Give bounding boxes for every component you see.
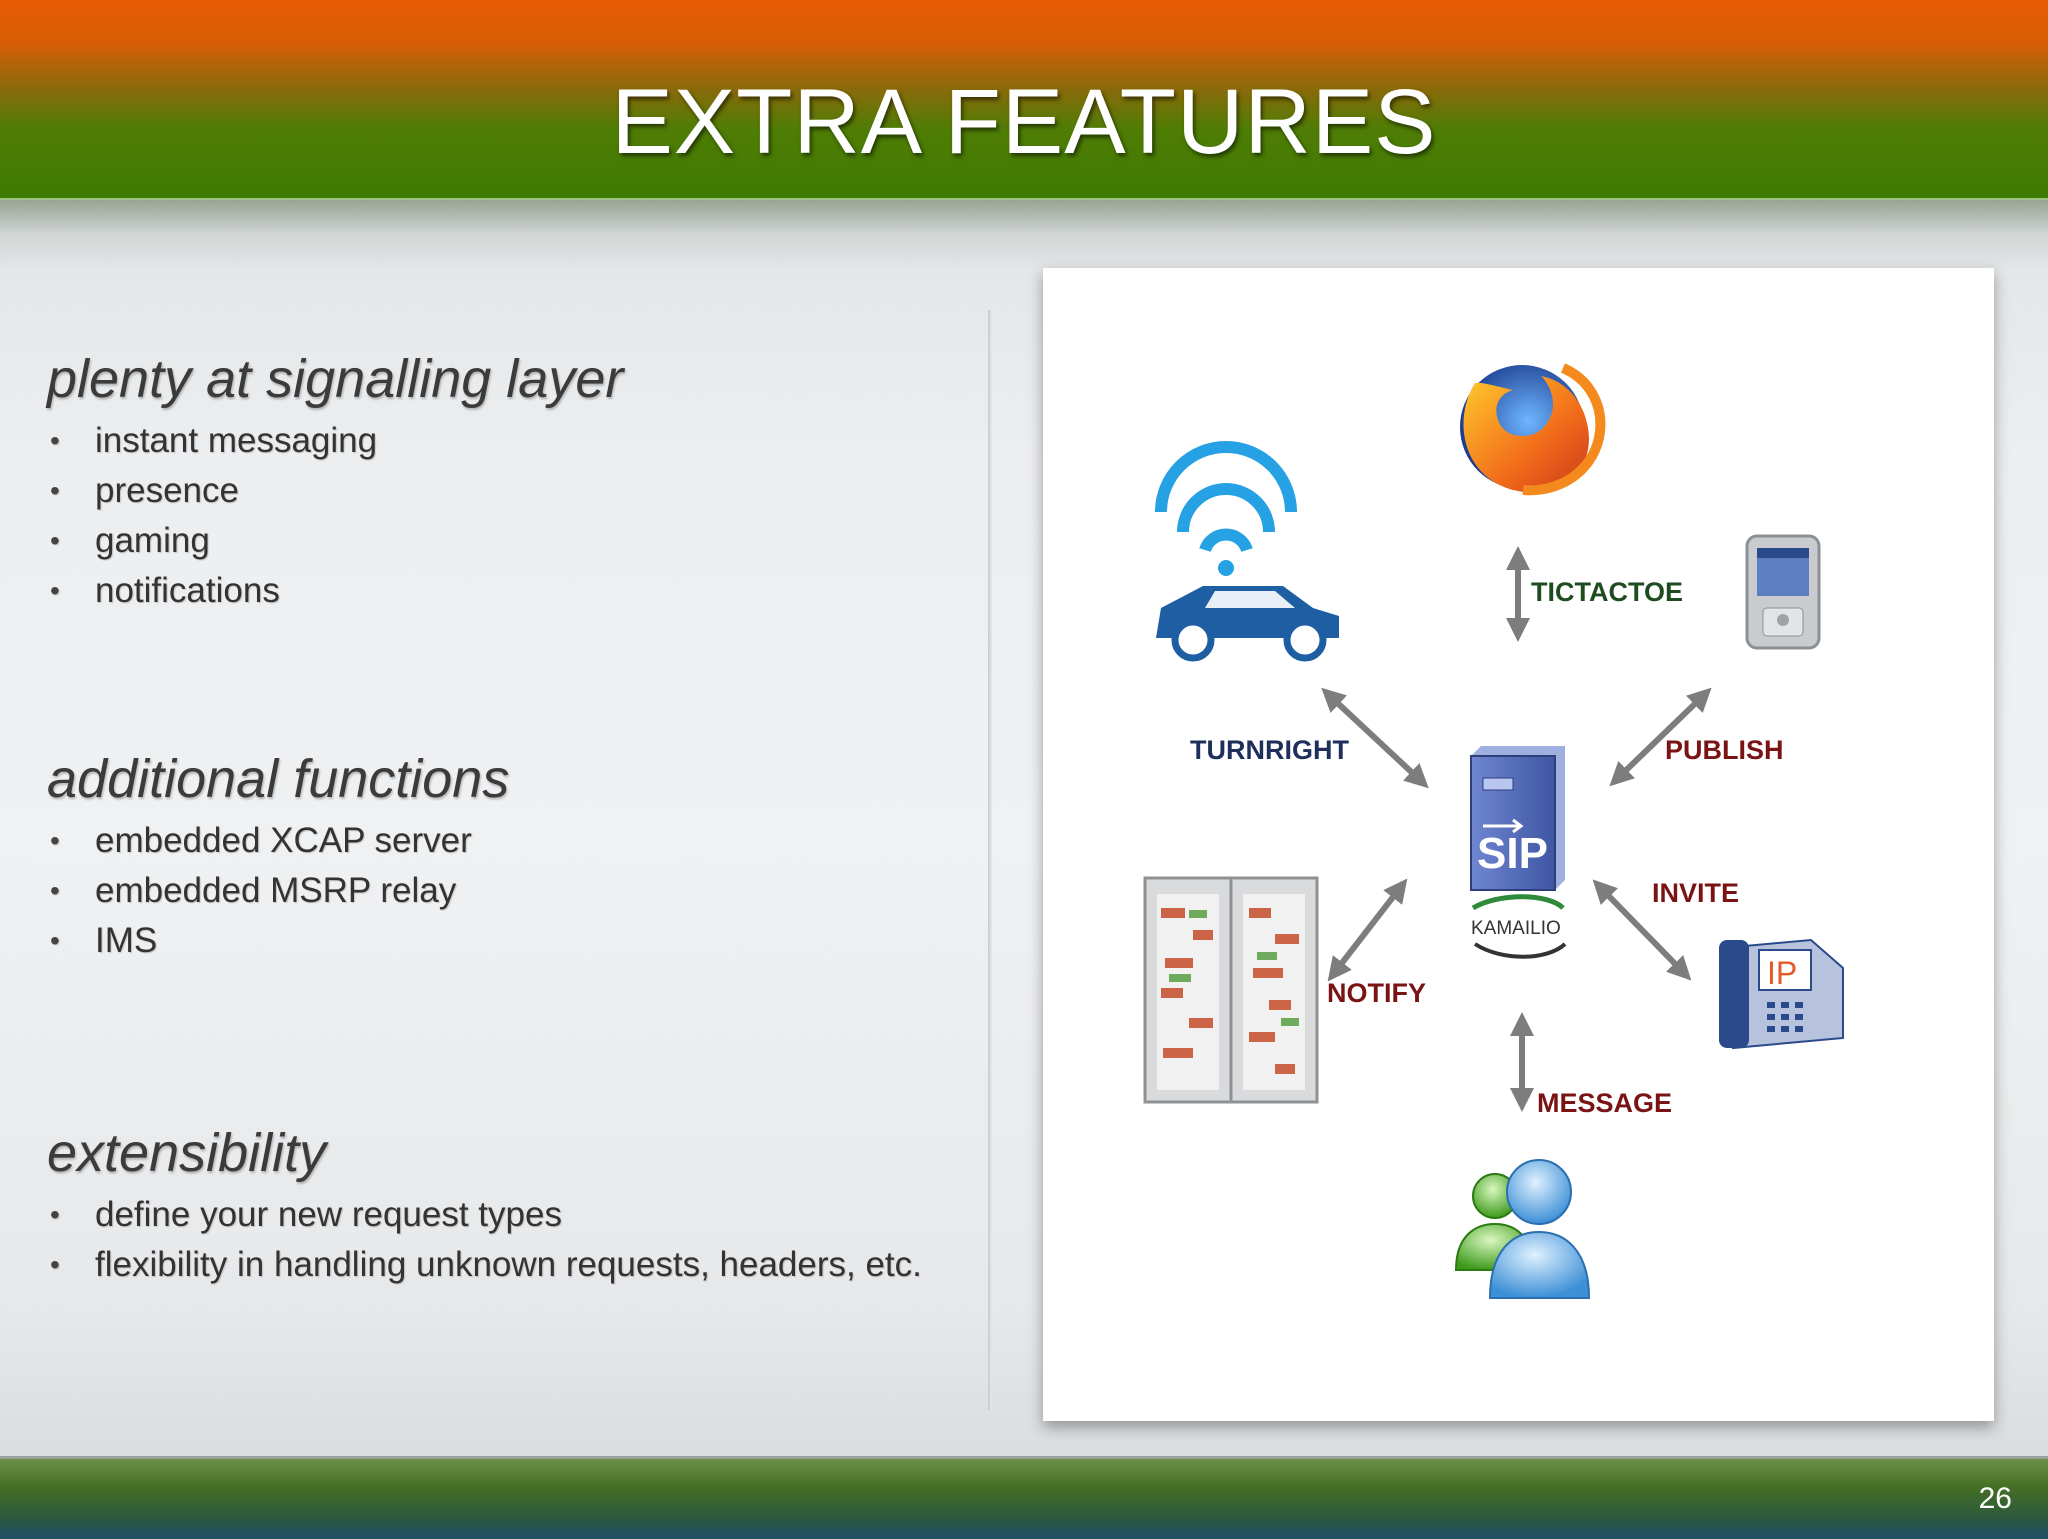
label-notify: NOTIFY [1327,978,1426,1008]
bullet-icon: • [50,525,60,556]
bullet-text: gaming [95,521,210,560]
section-heading: extensibility [47,1123,327,1183]
bullet-icon: • [50,875,60,906]
bullet-icon: • [50,1199,60,1230]
bullet-text: IMS [95,921,158,960]
bullet-item: • IMS [47,916,509,966]
diagram-card: SIP KAMAILIO [1043,268,1994,1421]
arrow-invite [1592,879,1692,981]
pda-phone-icon [1745,534,1821,650]
arrow-notify [1327,878,1408,982]
bullet-item: • define your new request types [47,1190,922,1240]
bullet-text: instant messaging [95,421,378,460]
ip-phone-icon: IP [1719,938,1844,1050]
section-extensibility: extensibility • define your new request t… [47,1122,922,1290]
bullet-icon: • [50,475,60,506]
label-message: MESSAGE [1537,1088,1672,1118]
bullet-item: • embedded MSRP relay [47,866,509,916]
bullet-icon: • [50,925,60,956]
section-heading: additional functions [47,749,510,809]
bullet-icon: • [50,575,60,606]
sip-server-icon: SIP [1470,746,1565,891]
kamailio-logo: KAMAILIO [1471,894,1567,959]
bullet-text: notifications [95,571,280,610]
bullet-list: • instant messaging • presence • gaming • no… [47,416,623,616]
connected-car-icon [1155,441,1339,662]
refrigerator-icon [1143,876,1319,1104]
bullet-item: • gaming [47,516,623,566]
section-signalling: plenty at signalling layer • instant mess… [47,348,623,616]
section-heading: plenty at signalling layer [47,349,624,409]
kamailio-label: KAMAILIO [1471,918,1561,939]
arrow-turnright [1321,687,1429,789]
bullet-list: • define your new request types • flexibil… [47,1190,922,1290]
bullet-item: • notifications [47,566,623,616]
bullet-text: define your new request types [95,1195,562,1234]
header-bar [0,0,2048,200]
firefox-icon [1460,363,1606,496]
bullet-text: embedded MSRP relay [95,871,457,910]
bullet-list: • embedded XCAP server • embedded MSRP rel… [47,816,509,966]
bullet-icon: • [50,1249,60,1280]
label-turnright: TURNRIGHT [1190,735,1349,765]
section-additional-functions: additional functions • embedded XCAP serv… [47,748,509,966]
bullet-text: presence [95,471,239,510]
arrow-publish [1609,687,1712,787]
bullet-item: • instant messaging [47,416,623,466]
sip-label: SIP [1477,829,1548,878]
footer-bar [0,1456,2048,1539]
bullet-text: flexibility in handling unknown requests… [95,1245,922,1284]
page-number: 26 [1978,1482,2012,1515]
arrows [1321,546,1712,1112]
label-invite: INVITE [1652,878,1739,908]
label-tictactoe: TICTACTOE [1531,577,1683,607]
header-shadow [0,200,2048,270]
bullet-item: • flexibility in handling unknown request… [47,1240,922,1290]
bullet-icon: • [50,425,60,456]
bullet-item: • embedded XCAP server [47,816,509,866]
messenger-users-icon [1454,1159,1591,1299]
label-publish: PUBLISH [1665,735,1784,765]
bullet-icon: • [50,825,60,856]
slide-title: EXTRA FEATURES [611,71,1437,173]
ip-label: IP [1767,955,1797,991]
column-divider [988,310,992,1410]
sip-diagram: SIP KAMAILIO [1143,363,1844,1299]
bullet-text: embedded XCAP server [95,821,472,860]
bullet-item: • presence [47,466,623,516]
